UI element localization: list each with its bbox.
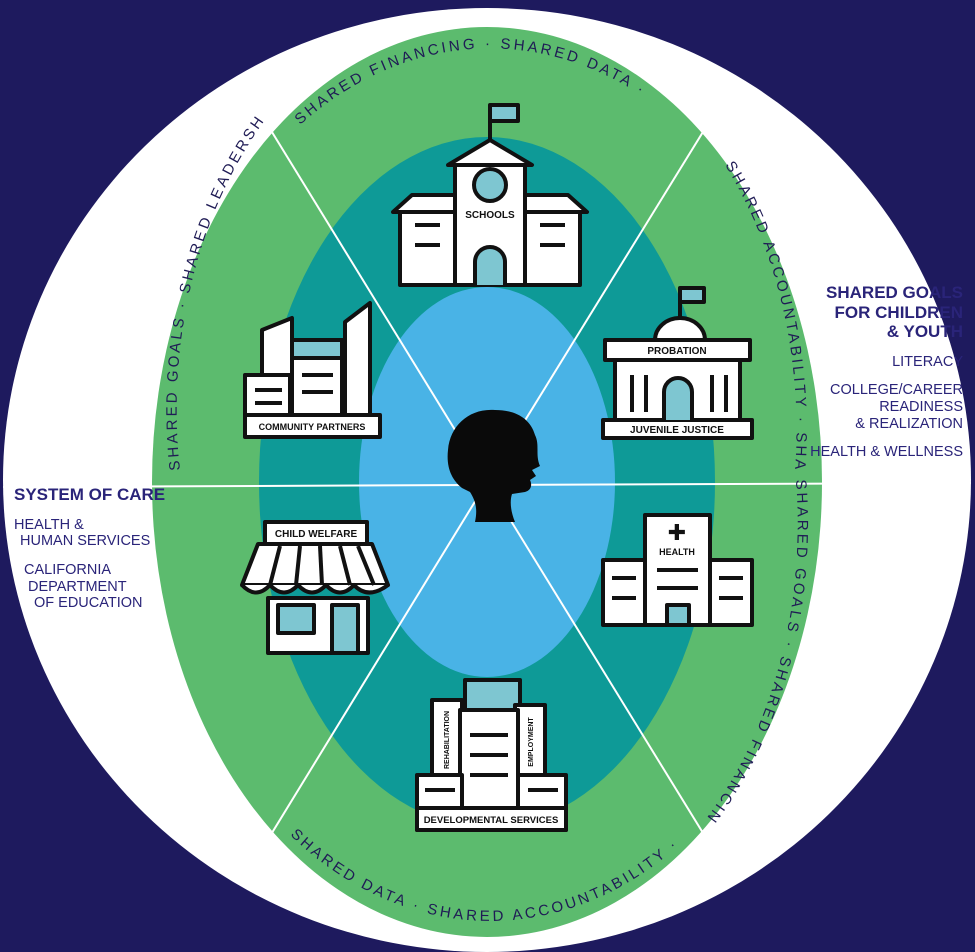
legend-cde-line-1: CALIFORNIA <box>24 561 112 578</box>
employment-label: EMPLOYMENT <box>528 717 535 767</box>
shared-goals-heading-2: FOR CHILDREN <box>834 302 963 322</box>
sector-dividers <box>3 79 971 886</box>
child-welfare-label: CHILD WELFARE <box>275 529 358 540</box>
goal-college-line-3: & REALIZATION <box>855 415 963 432</box>
office-building-icon <box>415 678 568 832</box>
shared-goals-heading-1: SHARED GOALS <box>826 283 963 302</box>
legend-cde-line-3: OF EDUCATION <box>34 595 143 612</box>
community-partners-label: COMMUNITY PARTNERS <box>259 422 366 432</box>
school-building-icon <box>391 103 589 287</box>
goal-college-line-1: COLLEGE/CAREER <box>830 382 963 399</box>
goal-health-wellness: HEALTH & WELLNESS <box>810 444 963 461</box>
legend-health-line-1: HEALTH & <box>14 516 84 533</box>
juvenile-justice-label: JUVENILE JUSTICE <box>630 425 724 436</box>
storefront-icon <box>240 520 390 655</box>
system-of-care-legend: SYSTEM OF CARE HEALTH & HUMAN SERVICES C… <box>14 485 184 612</box>
rehabilitation-label: REHABILITATION <box>444 711 451 769</box>
goal-literacy: LITERACY <box>892 353 963 370</box>
shared-goals-heading-3: & YOUTH <box>886 322 963 342</box>
legend-health-line-2: HUMAN SERVICES <box>20 533 151 550</box>
system-of-care-heading: SYSTEM OF CARE <box>14 485 166 504</box>
schools-label: SCHOOLS <box>465 210 515 221</box>
goal-college-line-2: READINESS <box>879 398 963 415</box>
health-label: HEALTH <box>659 547 695 557</box>
city-buildings-icon <box>243 301 382 439</box>
child-silhouette-icon <box>447 409 540 522</box>
health-cross-icon: ✚ <box>668 521 686 546</box>
courthouse-icon <box>601 286 754 440</box>
legend-cde-line-2: DEPARTMENT <box>28 578 127 595</box>
probation-label: PROBATION <box>647 346 706 357</box>
hospital-icon <box>601 513 754 627</box>
shared-goals-legend: SHARED GOALS FOR CHILDREN & YOUTH LITERA… <box>783 283 963 461</box>
developmental-services-label: DEVELOPMENTAL SERVICES <box>424 815 559 826</box>
